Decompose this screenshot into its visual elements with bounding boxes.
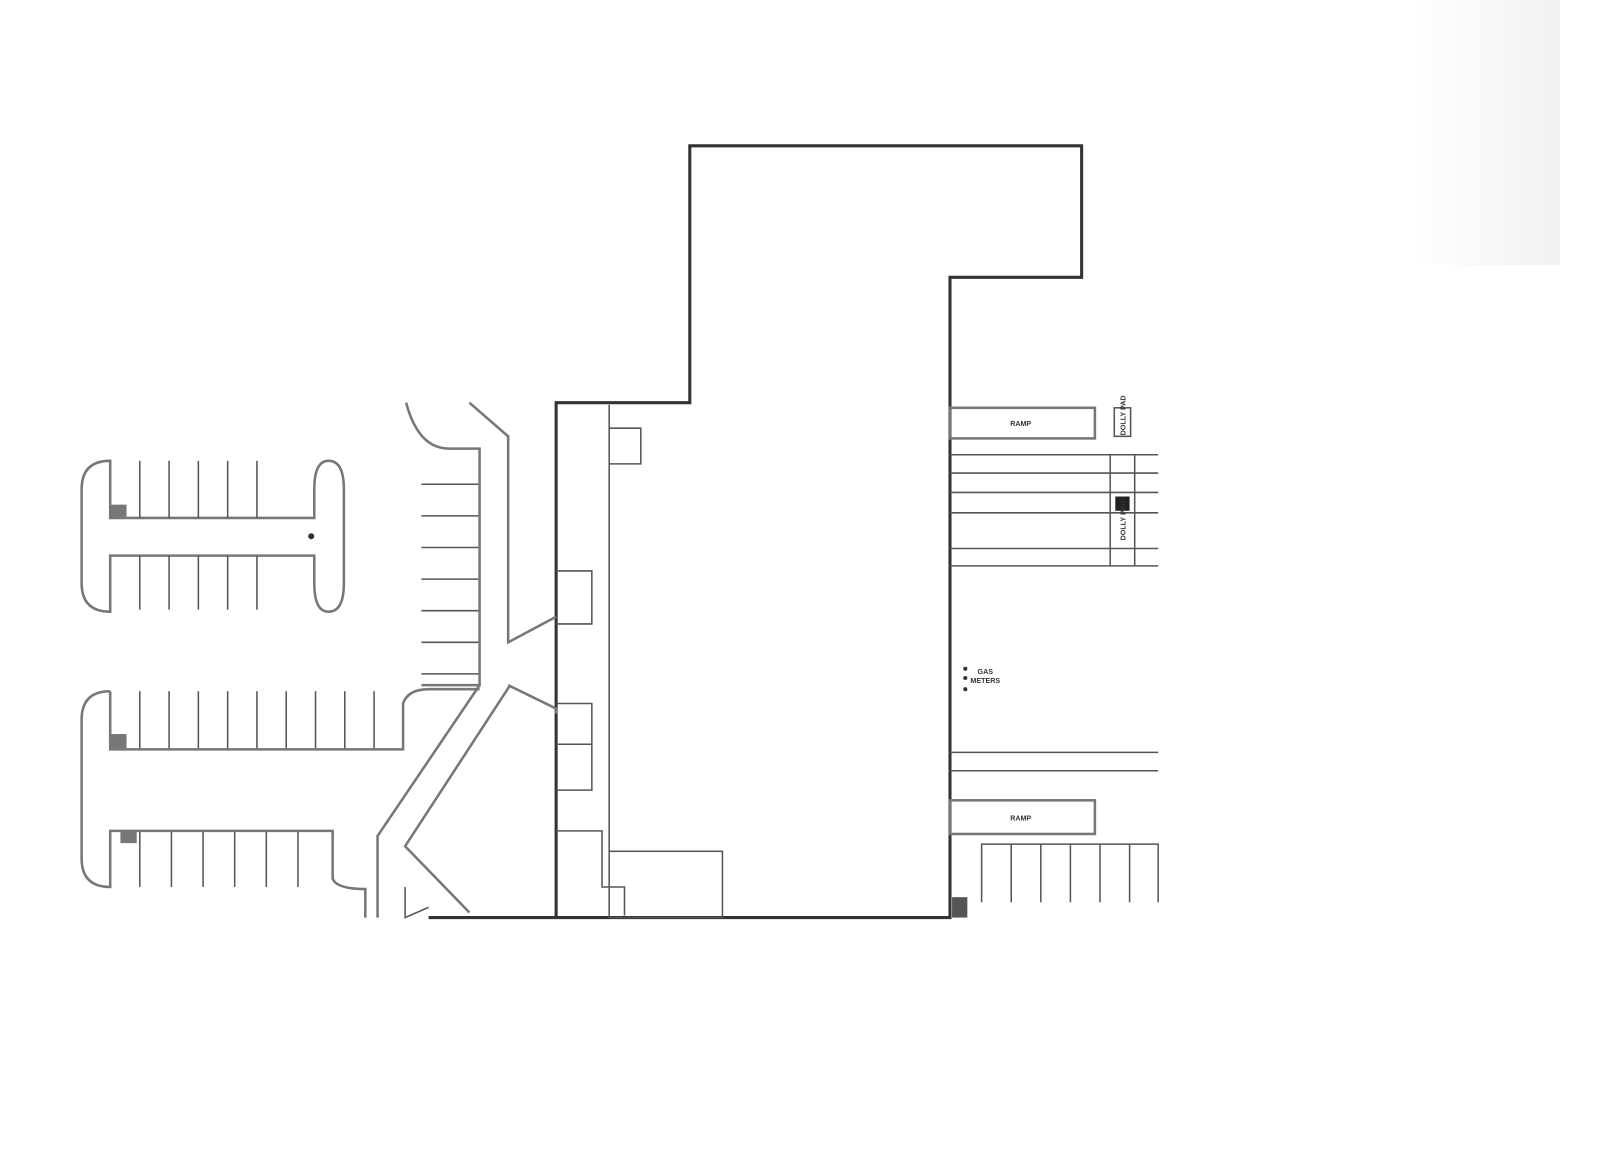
ramp-upper-label: RAMP bbox=[1010, 420, 1031, 428]
loading-area: RAMP DOLLY PAD DOLLY PAD GAS METERS RAMP bbox=[948, 395, 1159, 918]
gas-meters-label-2: METERS bbox=[970, 677, 1000, 685]
ramp-upper bbox=[948, 406, 1097, 440]
dolly-pad-upper bbox=[1113, 407, 1132, 438]
ramp-lower-label: RAMP bbox=[1010, 815, 1031, 823]
dolly-pad-lower-label: DOLLY PAD bbox=[1120, 501, 1128, 541]
scan-shadow bbox=[1410, 0, 1560, 265]
dolly-pad-upper-label: DOLLY PAD bbox=[1120, 395, 1128, 435]
gas-meters-label: GAS bbox=[978, 668, 994, 676]
building-outline bbox=[428, 144, 1084, 920]
parking-lot bbox=[80, 401, 558, 919]
ramp-lower bbox=[948, 799, 1097, 836]
